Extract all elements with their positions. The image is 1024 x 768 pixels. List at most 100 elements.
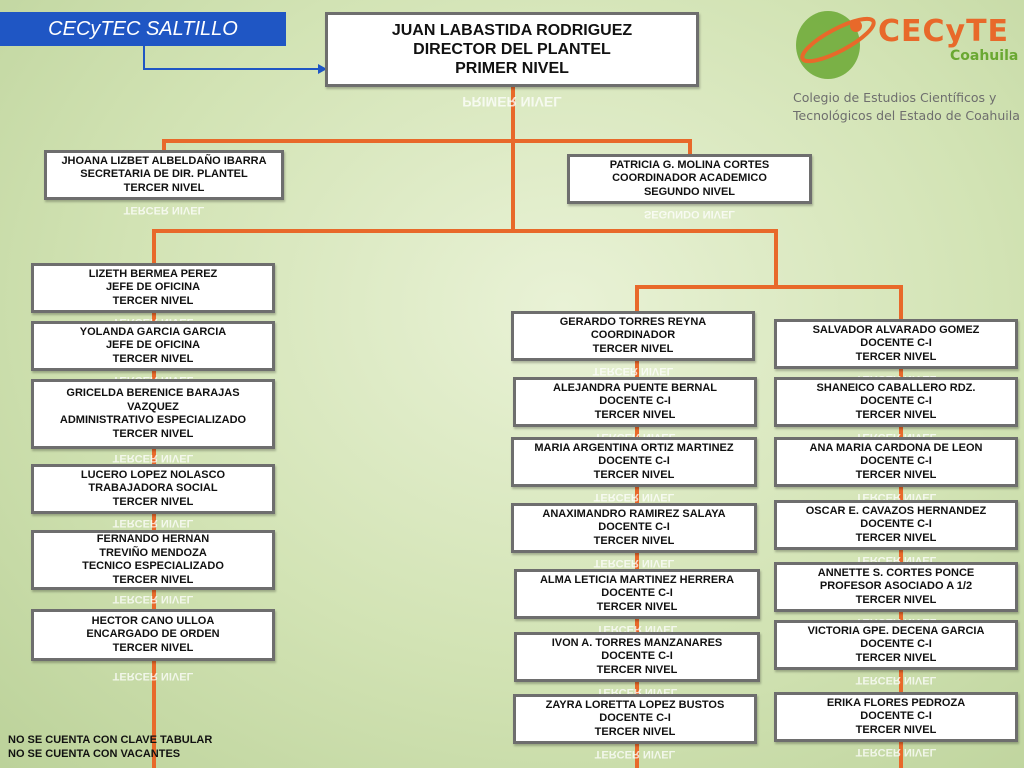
connector-to-coordinator (688, 139, 692, 155)
teacher-level: TERCER NIVEL (855, 723, 937, 736)
teacher-box: ALEJANDRA PUENTE BERNAL DOCENTE C-I TERC… (513, 377, 757, 427)
teacher-box: ANA MARIA CARDONA DE LEON DOCENTE C-I TE… (774, 437, 1018, 487)
director-role: DIRECTOR DEL PLANTEL (413, 41, 611, 58)
campus-title: CECyTEC SALTILLO (0, 12, 286, 46)
admin-staff-name: LIZETH BERMEA PEREZ (88, 267, 218, 280)
connector-to-secretary (162, 139, 166, 153)
director-level: PRIMER NIVEL (455, 60, 569, 77)
logo-brand: CECyTE (878, 14, 1010, 49)
admin-staff-box: YOLANDA GARCIA GARCIA JEFE DE OFICINA TE… (31, 321, 275, 371)
admin-staff-level: TERCER NIVEL (112, 573, 194, 586)
admin-staff-name: LUCERO LOPEZ NOLASCO (80, 468, 226, 481)
teacher-level: TERCER NIVEL (594, 408, 676, 421)
admin-staff-name: YOLANDA GARCIA GARCIA (79, 325, 227, 338)
admin-staff-box: FERNANDO HERNAN TREVIÑO MENDOZA TECNICO … (31, 530, 275, 590)
admin-staff-level: TERCER NIVEL (112, 352, 194, 365)
teacher-role: DOCENTE C-I (599, 395, 671, 408)
connector-director-trunk (511, 85, 515, 231)
teacher-role: DOCENTE C-I (601, 587, 673, 600)
teacher-name: OSCAR E. CAVAZOS HERNANDEZ (805, 504, 987, 517)
teacher-box: SALVADOR ALVARADO GOMEZ DOCENTE C-I TERC… (774, 319, 1018, 369)
logo: CECyTE Coahuila Colegio de Estudios Cien… (786, 0, 1024, 130)
connector-title-arrow-h (143, 68, 319, 70)
teacher-name: ALMA LETICIA MARTINEZ HERRERA (539, 573, 735, 586)
teacher-level: TERCER NIVEL (593, 468, 675, 481)
admin-staff-box: LUCERO LOPEZ NOLASCO TRABAJADORA SOCIAL … (31, 464, 275, 514)
teacher-level: TERCER NIVEL (596, 663, 678, 676)
arrowhead-icon (318, 64, 327, 74)
teacher-box: ANAXIMANDRO RAMIREZ SALAYA DOCENTE C-I T… (511, 503, 757, 553)
teacher-name: ANA MARIA CARDONA DE LEON (809, 441, 983, 454)
note-no-vacancies: NO SE CUENTA CON VACANTES (8, 748, 181, 760)
teacher-name: IVON A. TORRES MANZANARES (551, 636, 723, 649)
admin-staff-role: TECNICO ESPECIALIZADO (82, 560, 224, 572)
teacher-box: ZAYRA LORETTA LOPEZ BUSTOS DOCENTE C-I T… (513, 694, 757, 744)
teacher-role: DOCENTE C-I (860, 337, 932, 350)
secretary-box: JHOANA LIZBET ALBELDAÑO IBARRA SECRETARI… (44, 150, 284, 200)
teacher-box: SHANEICO CABALLERO RDZ. DOCENTE C-I TERC… (774, 377, 1018, 427)
teacher-level-reflection: TERCER NIVEL (593, 557, 675, 568)
teacher-level: TERCER NIVEL (855, 408, 937, 421)
logo-full-name-1: Colegio de Estudios Científicos y (793, 90, 997, 105)
teacher-level-reflection: TERCER NIVEL (855, 746, 937, 757)
coordinator-role: COORDINADOR ACADEMICO (612, 172, 767, 185)
admin-staff-role: ENCARGADO DE ORDEN (86, 628, 220, 641)
teacher-role: DOCENTE C-I (860, 710, 932, 723)
teacher-box: ALMA LETICIA MARTINEZ HERRERA DOCENTE C-… (514, 569, 760, 619)
teacher-level: TERCER NIVEL (594, 725, 676, 738)
secretary-role: SECRETARIA DE DIR. PLANTEL (80, 168, 248, 181)
teacher-level: TERCER NIVEL (855, 593, 937, 606)
teacher-role: DOCENTE C-I (598, 455, 670, 468)
teacher-box: ERIKA FLORES PEDROZA DOCENTE C-I TERCER … (774, 692, 1018, 742)
admin-staff-box: HECTOR CANO ULLOA ENCARGADO DE ORDEN TER… (31, 609, 275, 661)
director-box: JUAN LABASTIDA RODRIGUEZ DIRECTOR DEL PL… (325, 12, 699, 87)
teacher-name: ALEJANDRA PUENTE BERNAL (553, 381, 717, 394)
teacher-name: ANNETTE S. CORTES PONCE (817, 566, 975, 579)
teacher-level: TERCER NIVEL (855, 651, 937, 664)
teacher-role: DOCENTE C-I (599, 712, 671, 725)
teacher-level-reflection: TERCER NIVEL (855, 674, 937, 685)
connector-top-branch (162, 139, 692, 143)
teacher-box: VICTORIA GPE. DECENA GARCIA DOCENTE C-I … (774, 620, 1018, 670)
teacher-name: MARIA ARGENTINA ORTIZ MARTINEZ (534, 441, 734, 454)
teacher-role: DOCENTE C-I (860, 395, 932, 408)
admin-staff-level: TERCER NIVEL (112, 427, 194, 440)
teacher-box: MARIA ARGENTINA ORTIZ MARTINEZ DOCENTE C… (511, 437, 757, 487)
teacher-level-reflection: TERCER NIVEL (593, 491, 675, 502)
teacher-level: TERCER NIVEL (592, 342, 674, 355)
teacher-name: ANAXIMANDRO RAMIREZ SALAYA (542, 507, 726, 520)
note-no-tabular-key: NO SE CUENTA CON CLAVE TABULAR (8, 734, 213, 746)
admin-staff-name: GRICELDA BERENICE BARAJAS VAZQUEZ (66, 387, 240, 413)
teacher-role: DOCENTE C-I (860, 455, 932, 468)
coordinator-name: PATRICIA G. MOLINA CORTES (609, 158, 770, 171)
secretary-level-reflection: TERCER NIVEL (123, 204, 205, 215)
coordinator-box: PATRICIA G. MOLINA CORTES COORDINADOR AC… (567, 154, 812, 204)
admin-staff-name: HECTOR CANO ULLOA (91, 614, 215, 627)
admin-staff-level: TERCER NIVEL (112, 294, 194, 307)
logo-state: Coahuila (950, 48, 1019, 64)
connector-right-drop (774, 229, 778, 287)
teacher-name: SALVADOR ALVARADO GOMEZ (812, 323, 980, 336)
admin-staff-role: JEFE DE OFICINA (105, 281, 201, 294)
secretary-level: TERCER NIVEL (123, 181, 205, 194)
teacher-role: DOCENTE C-I (601, 650, 673, 663)
teacher-name: ZAYRA LORETTA LOPEZ BUSTOS (545, 698, 725, 711)
teacher-role: DOCENTE C-I (860, 638, 932, 651)
teacher-level: TERCER NIVEL (593, 534, 675, 547)
admin-staff-level: TERCER NIVEL (112, 495, 194, 508)
connector-mid-branch (154, 229, 778, 233)
connector-teachers-branch (635, 285, 903, 289)
admin-staff-box: GRICELDA BERENICE BARAJAS VAZQUEZ ADMINI… (31, 379, 275, 449)
teacher-level: TERCER NIVEL (855, 531, 937, 544)
teacher-role: DOCENTE C-I (860, 518, 932, 531)
teacher-role: COORDINADOR (590, 329, 676, 342)
coordinator-level-reflection: SEGUNDO NIVEL (643, 208, 736, 219)
director-name: JUAN LABASTIDA RODRIGUEZ (391, 22, 633, 39)
teacher-box: ANNETTE S. CORTES PONCE PROFESOR ASOCIAD… (774, 562, 1018, 612)
admin-staff-role: TRABAJADORA SOCIAL (88, 482, 218, 495)
teacher-box: GERARDO TORRES REYNA COORDINADOR TERCER … (511, 311, 755, 361)
coordinator-level: SEGUNDO NIVEL (643, 185, 736, 198)
teacher-role: DOCENTE C-I (598, 521, 670, 534)
teacher-name: GERARDO TORRES REYNA (559, 315, 707, 328)
teacher-box: IVON A. TORRES MANZANARES DOCENTE C-I TE… (514, 632, 760, 682)
